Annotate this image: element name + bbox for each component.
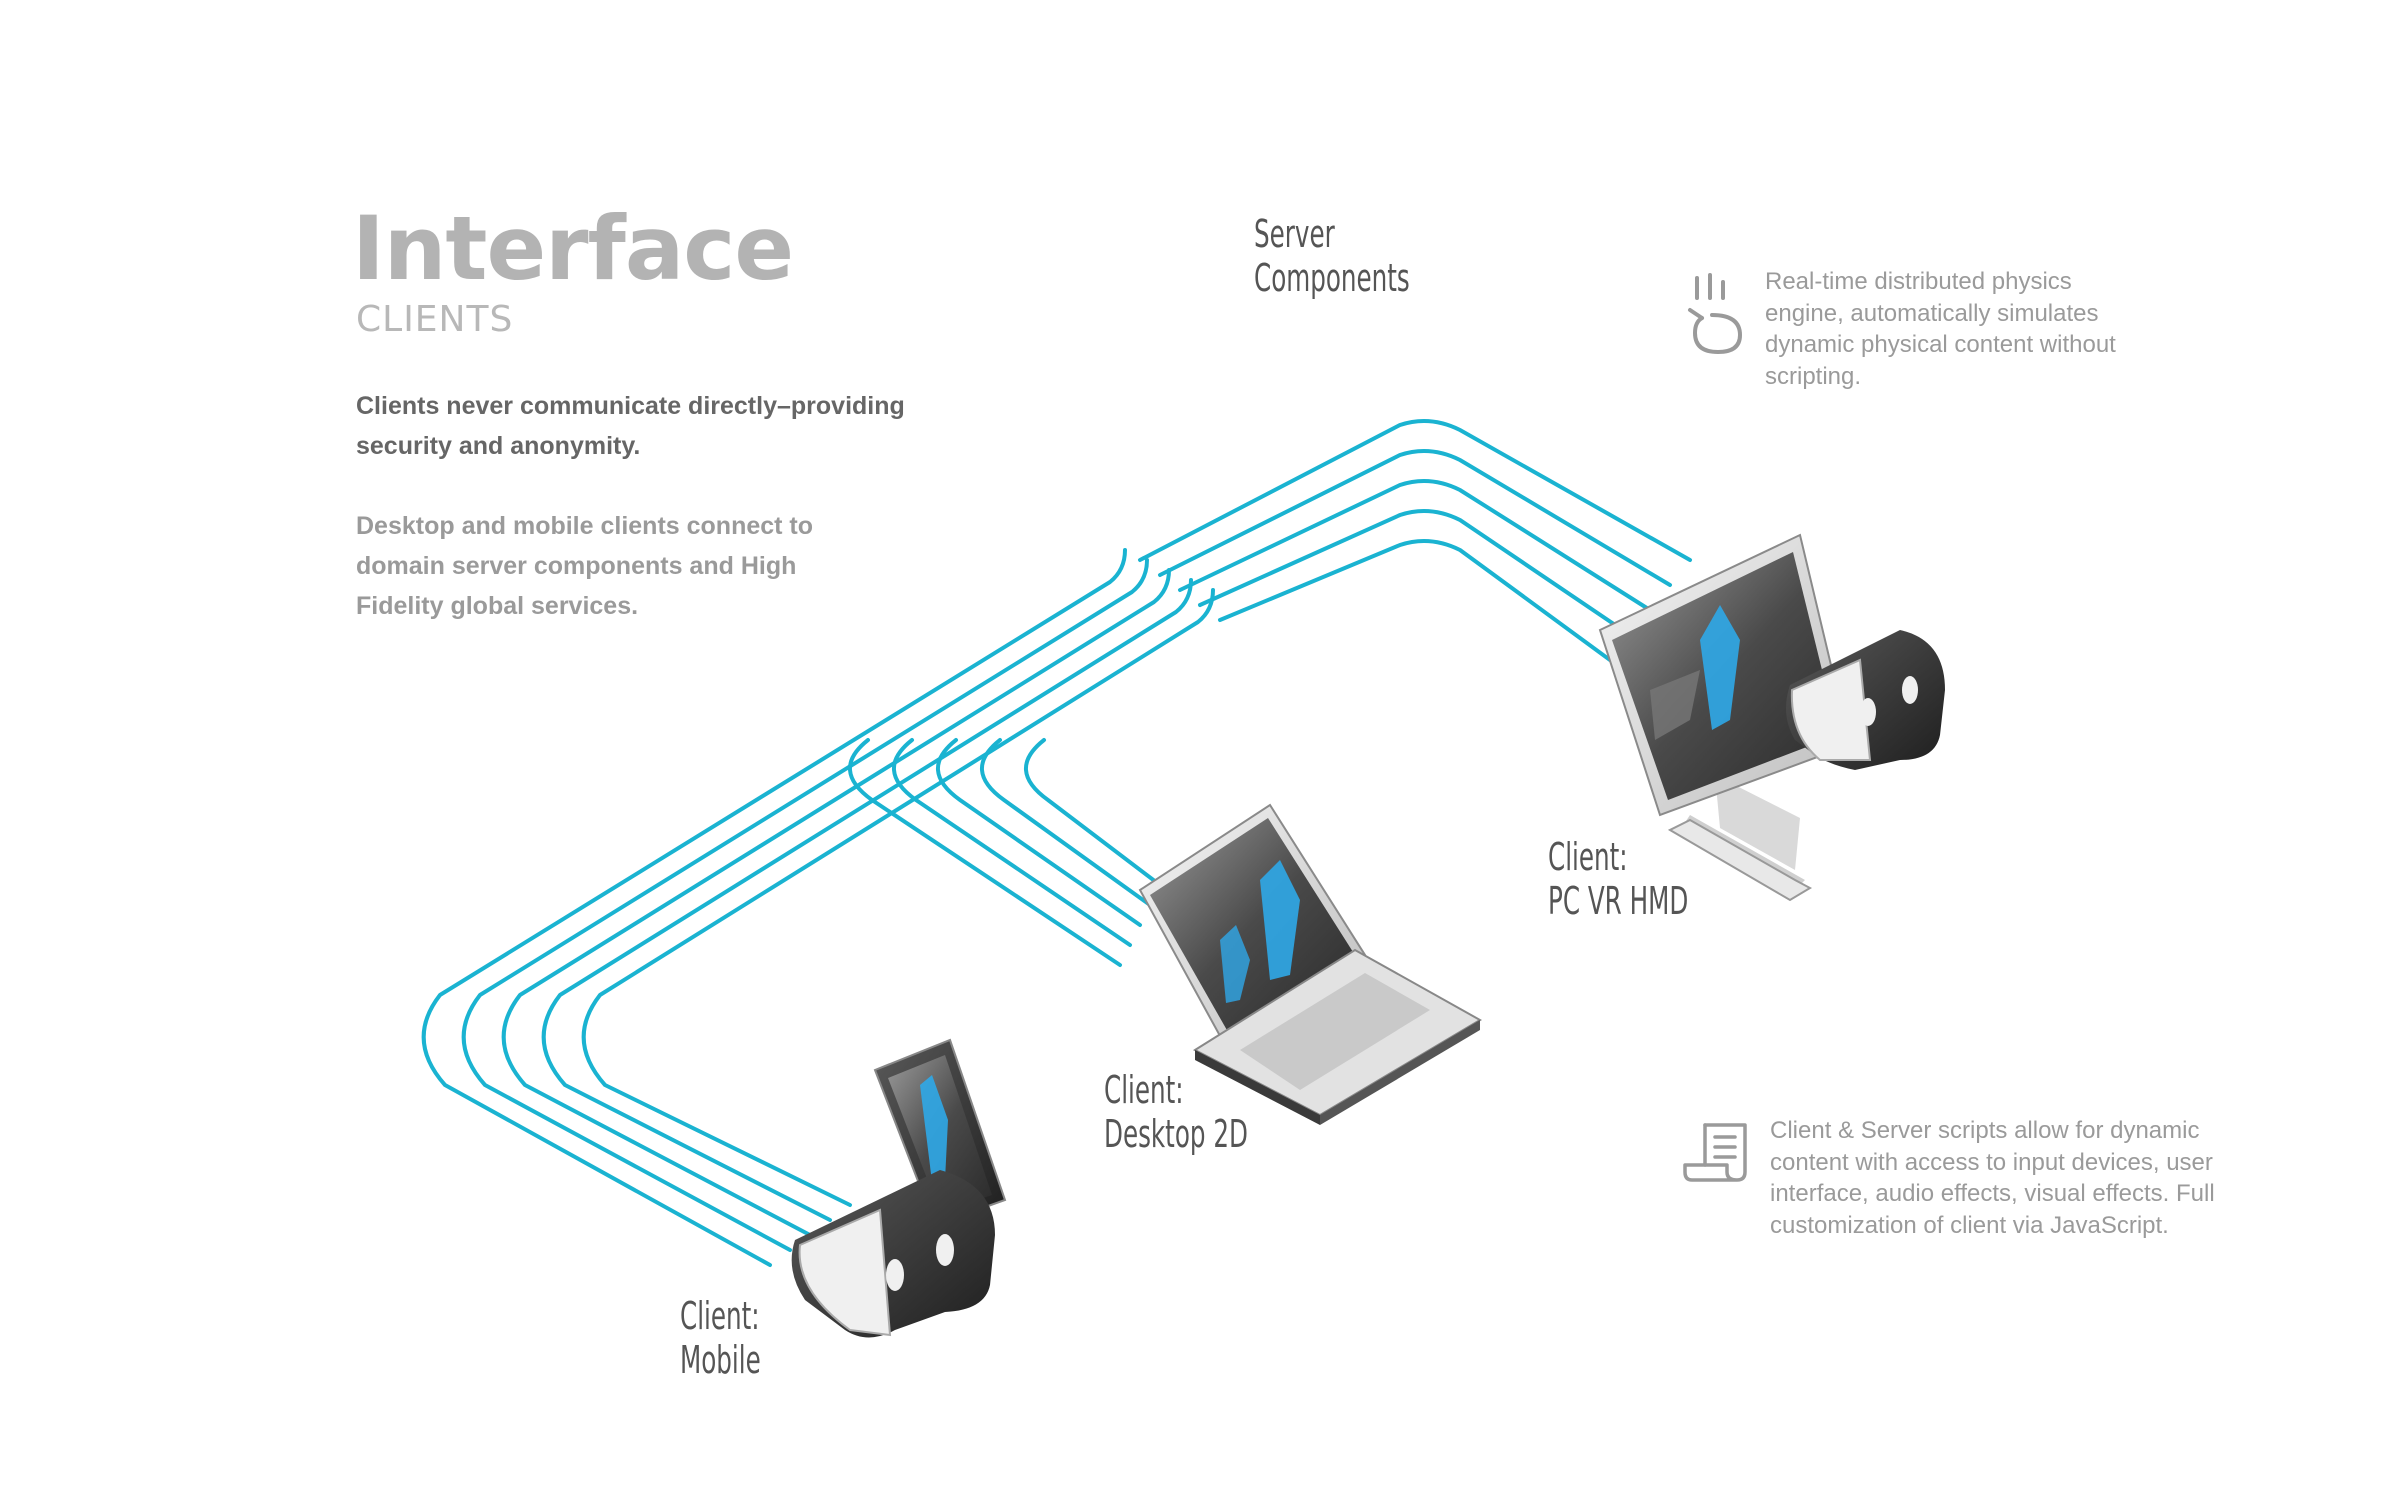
label-client-desktop: Client: Desktop 2D xyxy=(1104,1068,1248,1156)
label-mobile-line1: Client: xyxy=(680,1294,760,1338)
feature-scripts-text: Client & Server scripts allow for dynami… xyxy=(1770,1117,2215,1239)
label-pcvr-line2: PC VR HMD xyxy=(1548,879,1689,923)
label-server-components: Server Components xyxy=(1254,212,1410,300)
label-desktop-line1: Client: xyxy=(1104,1068,1184,1112)
laptop xyxy=(1138,803,1483,1125)
label-desktop-line2: Desktop 2D xyxy=(1104,1112,1248,1156)
intro-lead: Clients never communicate directly–provi… xyxy=(356,392,905,460)
mobile-phone xyxy=(873,1038,1007,1227)
connection-desktop xyxy=(848,738,1162,967)
mobile-headset xyxy=(791,1170,995,1338)
connection-mobile xyxy=(421,548,1215,1267)
label-pcvr-line1: Client: xyxy=(1548,835,1628,879)
intro-body: Desktop and mobile clients connect to do… xyxy=(356,512,814,620)
server-lines xyxy=(1123,40,1215,590)
label-mobile-line2: Mobile xyxy=(680,1338,761,1382)
physics-icon xyxy=(1688,273,1743,355)
label-server-line1: Server xyxy=(1254,212,1335,256)
pc-monitor xyxy=(1598,533,1852,902)
label-client-mobile: Client: Mobile xyxy=(680,1294,761,1382)
label-server-line2: Components xyxy=(1254,256,1410,300)
connection-pcvr xyxy=(1138,419,1692,662)
script-scroll-icon xyxy=(1683,1123,1747,1182)
label-client-pcvr: Client: PC VR HMD xyxy=(1548,835,1688,923)
page-subtitle: CLIENTS xyxy=(356,299,514,340)
pcvr-headset xyxy=(1786,630,1945,770)
feature-physics-text: Real-time distributed physics engine, au… xyxy=(1765,268,2116,390)
page-title: Interface xyxy=(352,197,794,300)
